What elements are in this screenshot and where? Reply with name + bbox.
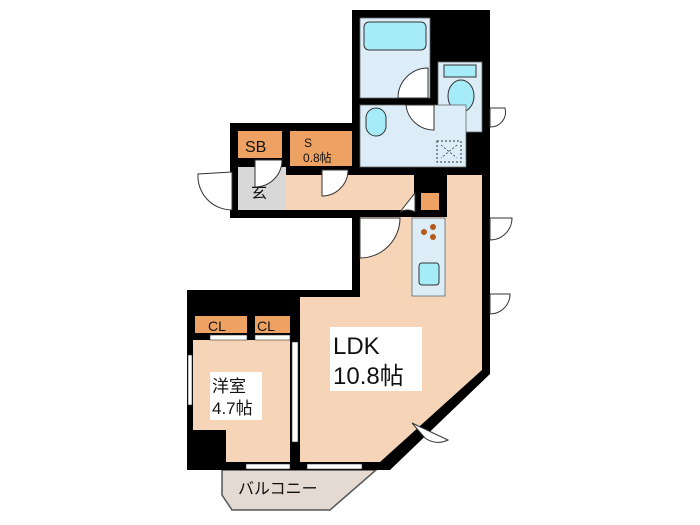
door-swing-icon [397,67,429,99]
door-swing-icon [359,217,401,259]
door-swing-icon [489,107,507,128]
stove-burner-icon [421,229,427,235]
ldk-label-bg [330,327,422,391]
s-label: S [304,136,312,150]
entrance-door-icon [197,171,233,211]
window [187,354,193,406]
shoe-box [238,131,282,158]
sb-label: SB [245,139,266,156]
ldk-size-label: 10.8帖 [333,363,404,390]
door-swing-icon [405,104,435,131]
western-size-label: 4.7帖 [212,399,253,418]
sink-icon [365,107,387,137]
cl1-label: CL [208,318,226,334]
window-door-icon [489,293,511,315]
closet-2 [255,316,290,333]
bathtub-icon [363,21,427,51]
door-swing-icon [321,169,349,197]
s-size-label: 0.8帖 [303,150,332,165]
toilet-tank-icon [443,64,477,78]
cl2-label: CL [257,318,275,334]
window-door-icon [411,422,450,443]
closet-1 [195,316,247,333]
window-door-icon [489,217,513,241]
stove-burner-icon [430,224,436,230]
window [245,463,291,470]
door-swing-icon [399,191,416,213]
door-swing-icon [254,159,283,188]
hallway [286,175,414,210]
washing-machine-pan-icon [436,140,462,163]
stove-burner-icon [430,234,436,240]
sliding-door [291,341,299,443]
ldk-label: LDK [333,333,380,360]
refrigerator-space [421,193,439,210]
genkan-label: 玄 [251,184,267,202]
window [306,463,363,470]
western-label: 洋室 [212,377,246,396]
balcony-label: バルコニー [238,481,318,498]
sliding-door [209,334,248,341]
kitchen-sink-icon [418,262,440,286]
sliding-door [254,334,291,341]
storage-s [290,131,352,166]
western-label-bg [210,372,262,420]
washing-machine-pan-icon [440,144,458,159]
